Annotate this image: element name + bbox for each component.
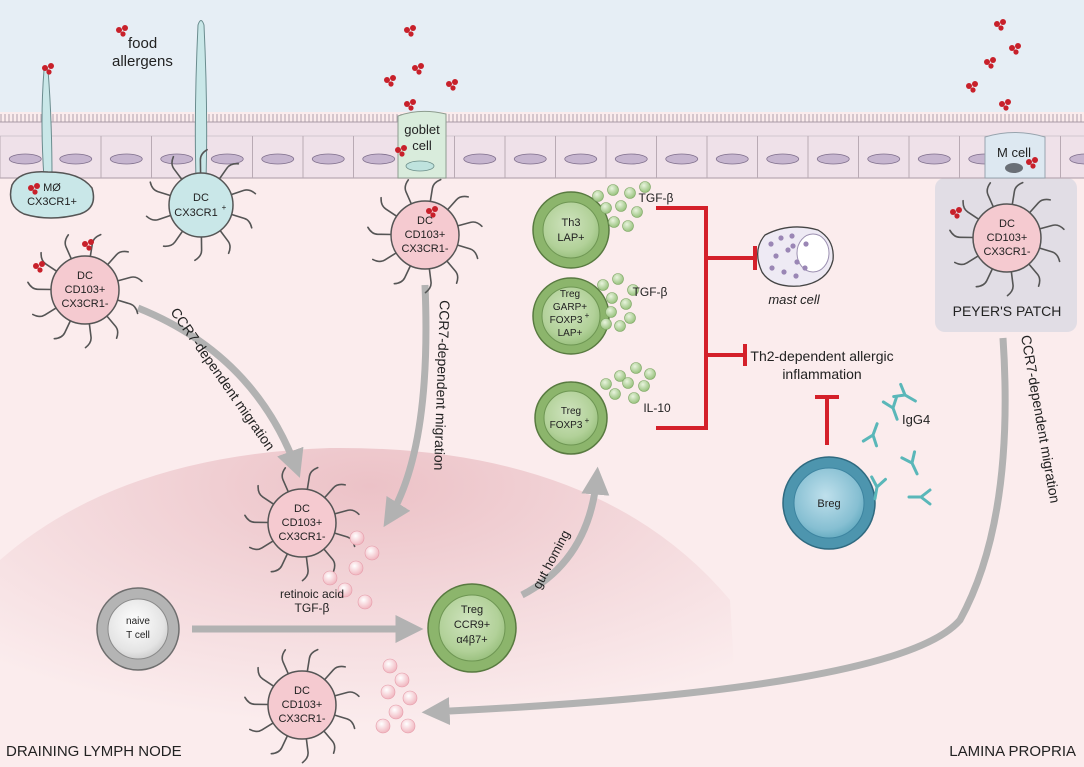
macrophage-label-1: MØ — [43, 182, 61, 194]
lamina-propria-label: LAMINA PROPRIA — [949, 743, 1076, 760]
th2-label-1: Th2-dependent allergic — [750, 348, 893, 364]
treg-garp-cell: Treg GARP+ FOXP3 + LAP+ — [532, 277, 610, 355]
th3-cell: Th3 LAP+ — [532, 191, 610, 269]
dc-lamina-propria-2: DC CD103+ CX3CR1- — [367, 178, 483, 294]
ccr7-arrow-1 — [136, 304, 304, 478]
treg-garp-label-2: GARP+ — [553, 302, 587, 313]
cytokine-dots — [592, 181, 656, 404]
dc-dendrites — [145, 148, 257, 262]
th3-label-1: Th3 — [562, 217, 581, 229]
dc-label: CX3CR1- — [278, 531, 325, 543]
dc-villus-superscript: + — [222, 203, 227, 212]
mast-cell-label: mast cell — [768, 292, 820, 307]
goblet-label-2: cell — [412, 138, 432, 153]
treg-garp-label-4: LAP+ — [558, 328, 583, 339]
dc-lamina-propria-1: DC CD103+ CX3CR1- — [27, 233, 143, 349]
dc-label: CX3CR1- — [983, 246, 1030, 258]
dc-peyers-patch: DC CD103+ CX3CR1- — [949, 181, 1065, 297]
retinoic-acid-label: retinoic acid — [280, 587, 344, 601]
treg-ccr9-cell: Treg CCR9+ α4β7+ — [427, 583, 517, 673]
dc-lymph-node-2: DC CD103+ CX3CR1- — [244, 648, 360, 764]
ccr7-label-2: CCR7-dependent migration — [431, 300, 453, 471]
dc-label: CD103+ — [282, 517, 323, 529]
dc-label: DC — [417, 215, 433, 227]
m-cell: M cell — [984, 132, 1046, 179]
dc-cx3cr1-villus: DC CX3CR1 + — [145, 148, 257, 262]
food-label-2: allergens — [112, 53, 173, 70]
dendritic-cells: DC CD103+ CX3CR1- DC CD103+ CX3CR1- DC CD103+ CX… — [27, 178, 1065, 764]
tgf-beta-label-th3: TGF-β — [639, 191, 674, 205]
naive-label-2: T cell — [126, 630, 150, 641]
goblet-cell: goblet cell — [397, 110, 447, 179]
breg-cell: Breg — [782, 456, 876, 550]
dc-villus-label-1: DC — [193, 192, 209, 204]
dc-label: DC — [294, 685, 310, 697]
gut-lumen — [0, 0, 1084, 112]
food-allergens — [28, 19, 1038, 273]
goblet-label-1: goblet — [404, 122, 440, 137]
draining-lymph-node-area — [0, 447, 740, 767]
dc-label: CD103+ — [65, 284, 106, 296]
th2-label-2: inflammation — [782, 366, 861, 382]
dc-label: CX3CR1- — [278, 713, 325, 725]
dc-villus-dendrite — [194, 20, 208, 181]
dc-label: CD103+ — [405, 229, 446, 241]
il10-label: IL-10 — [643, 401, 671, 415]
treg-garp-superscript: + — [585, 311, 590, 320]
draining-lymph-node-label: DRAINING LYMPH NODE — [6, 743, 182, 760]
treg-foxp3-label-2: FOXP3 — [550, 420, 583, 431]
naive-t-cell: naive T cell — [96, 587, 180, 671]
dc-label: DC — [77, 270, 93, 282]
treg-foxp3-cell: Treg FOXP3 + — [534, 381, 608, 455]
naive-label-1: naive — [126, 616, 150, 627]
dc-label: DC — [999, 218, 1015, 230]
igg4-antibodies — [861, 382, 932, 506]
treg-ccr9-label-1: Treg — [461, 604, 483, 616]
dc-label: CX3CR1- — [401, 243, 448, 255]
dc-label: CX3CR1- — [61, 298, 108, 310]
treg-garp-label-3: FOXP3 — [550, 315, 583, 326]
th3-label-2: LAP+ — [557, 232, 584, 244]
gut-homing-arrow — [520, 466, 610, 599]
ccr7-arrow-3 — [421, 337, 1009, 726]
treg-foxp3-superscript: + — [585, 416, 590, 425]
dc-lymph-node-1: DC CD103+ CX3CR1- — [244, 466, 360, 582]
ccr7-arrow-2 — [383, 284, 430, 528]
mast-cell: mast cell — [757, 226, 834, 307]
food-label-1: food — [128, 35, 157, 52]
tgf-beta-label-treg: TGF-β — [633, 285, 668, 299]
dc-label: DC — [294, 503, 310, 515]
inhibition-bracket — [656, 206, 839, 445]
treg-ccr9-label-2: CCR9+ — [454, 619, 490, 631]
mast-cell-granules — [768, 233, 809, 279]
treg-foxp3-label-1: Treg — [561, 406, 581, 417]
peyers-patch-label: PEYER'S PATCH — [953, 303, 1062, 319]
macrophage-cx3cr1: MØ CX3CR1+ — [9, 171, 95, 219]
macrophage-label-2: CX3CR1+ — [27, 196, 77, 208]
dc-label: CD103+ — [987, 232, 1028, 244]
epithelial-layer — [0, 114, 1084, 179]
dc-label: CD103+ — [282, 699, 323, 711]
tgf-beta-label-ln: TGF-β — [295, 601, 330, 615]
igg4-label: IgG4 — [902, 412, 930, 427]
retinoic-acid-tgf-dots — [322, 530, 418, 734]
treg-ccr9-label-3: α4β7+ — [456, 634, 487, 646]
dc-villus-label-2: CX3CR1 — [174, 207, 217, 219]
treg-garp-label-1: Treg — [560, 289, 580, 300]
migration-arrows — [136, 284, 1009, 726]
m-cell-label: M cell — [997, 145, 1031, 160]
breg-label: Breg — [817, 498, 840, 510]
